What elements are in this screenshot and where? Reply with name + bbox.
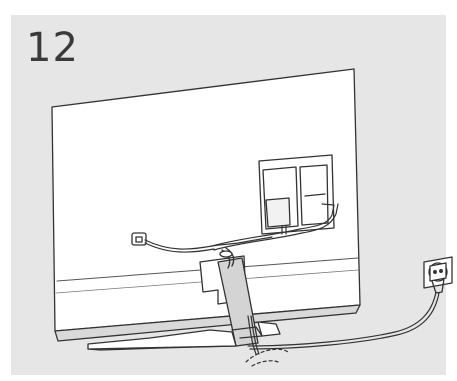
power-connector-icon (132, 233, 146, 245)
wall-outlet-icon (424, 257, 452, 293)
terminal-cover (259, 155, 334, 234)
